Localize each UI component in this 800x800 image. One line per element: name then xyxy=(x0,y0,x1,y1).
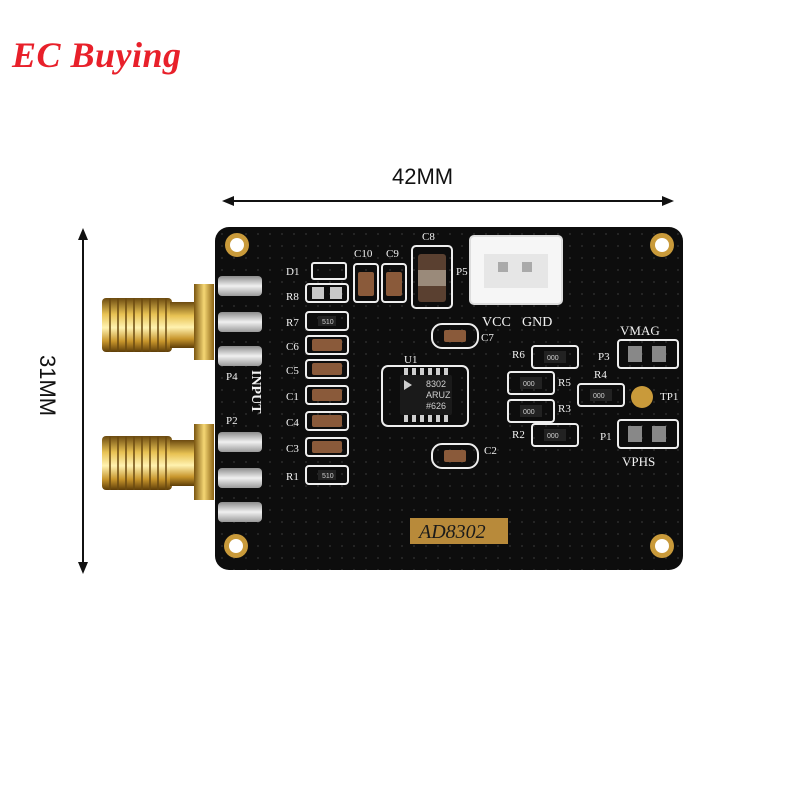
ic-marking-1: 8302 xyxy=(426,379,446,389)
pin-headers xyxy=(617,339,679,449)
label-c2: C2 xyxy=(484,445,497,457)
width-dimension-label: 42MM xyxy=(392,164,454,189)
label-gnd: GND xyxy=(522,315,552,330)
label-c10: C10 xyxy=(354,248,373,260)
label-tp1: TP1 xyxy=(660,391,678,403)
chip-label: AD8302 xyxy=(417,521,486,543)
label-r6: R6 xyxy=(512,349,525,361)
resistor-group xyxy=(507,345,625,447)
code-r2: 000 xyxy=(547,433,559,440)
label-c1: C1 xyxy=(286,391,299,403)
label-r7: R7 xyxy=(286,317,299,329)
label-c6: C6 xyxy=(286,341,299,353)
ic-marking-3: #626 xyxy=(426,401,446,411)
top-capacitors xyxy=(353,245,453,309)
code-r7: 510 xyxy=(322,319,334,326)
sma-connector-top xyxy=(102,284,214,360)
label-p3: P3 xyxy=(598,351,610,363)
label-p4: P4 xyxy=(226,371,238,383)
test-point xyxy=(631,386,653,408)
left-component-column xyxy=(305,262,349,485)
label-c5: C5 xyxy=(286,365,299,377)
code-r6: 000 xyxy=(547,355,559,362)
mounting-holes xyxy=(224,233,674,558)
label-u1: U1 xyxy=(404,354,417,366)
label-input: INPUT xyxy=(248,370,263,414)
c2-capacitor xyxy=(431,443,479,469)
label-p1: P1 xyxy=(600,431,612,443)
label-vcc: VCC xyxy=(482,315,511,330)
label-r3: R3 xyxy=(558,403,571,415)
label-c9: C9 xyxy=(386,248,399,260)
label-d1: D1 xyxy=(286,266,299,278)
power-connector xyxy=(469,235,563,305)
code-r4: 000 xyxy=(593,393,605,400)
label-r2: R2 xyxy=(512,429,525,441)
chip-label-plate xyxy=(410,518,508,544)
ic-marking-2: ARUZ xyxy=(426,390,451,400)
c7-capacitor xyxy=(431,323,479,349)
edge-solder-pads xyxy=(218,276,262,522)
brand-logo: EC Buying xyxy=(12,35,182,75)
label-r8: R8 xyxy=(286,291,299,303)
label-vmag: VMAG xyxy=(620,323,660,338)
code-r1: 510 xyxy=(322,473,334,480)
sma-connector-bottom xyxy=(102,424,214,500)
code-r3: 000 xyxy=(523,409,535,416)
ic-chip xyxy=(381,365,469,427)
label-c7: C7 xyxy=(481,332,494,344)
label-vphs: VPHS xyxy=(622,454,655,469)
label-r5: R5 xyxy=(558,377,571,389)
label-c8: C8 xyxy=(422,231,435,243)
label-p2: P2 xyxy=(226,415,238,427)
label-r4: R4 xyxy=(594,369,607,381)
label-p5: P5 xyxy=(456,266,468,278)
label-c3: C3 xyxy=(286,443,299,455)
label-c4: C4 xyxy=(286,417,299,429)
label-r1: R1 xyxy=(286,471,299,483)
code-r5: 000 xyxy=(523,381,535,388)
